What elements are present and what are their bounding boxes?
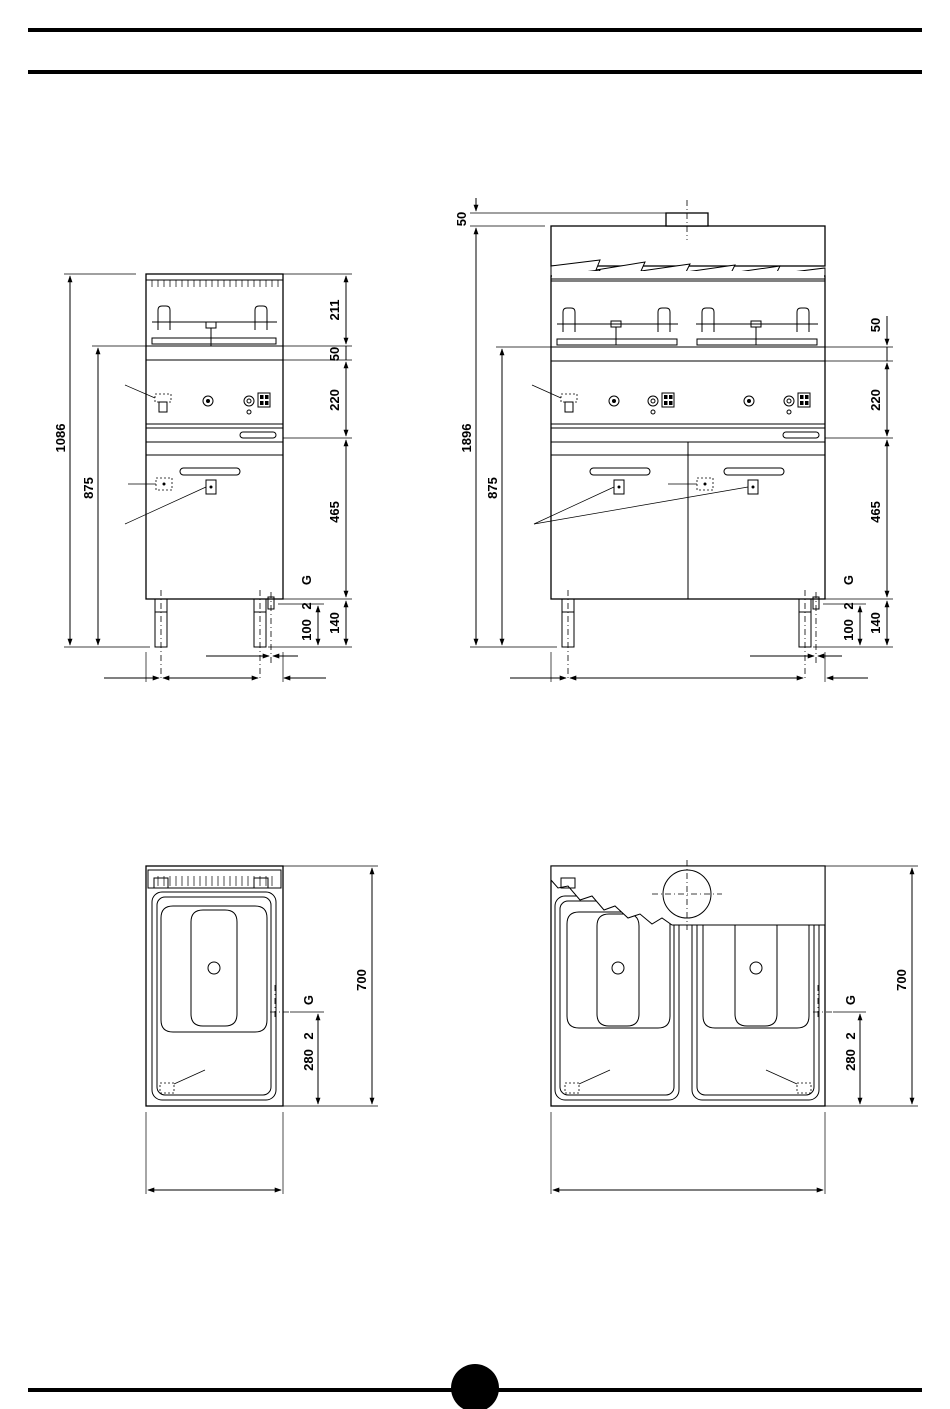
dim-overall-height: 1086 bbox=[53, 424, 68, 453]
dim-panel: 220 bbox=[868, 389, 883, 411]
gas-label: G bbox=[843, 995, 858, 1005]
dim-overall-height: 1896 bbox=[459, 424, 474, 453]
dim-gas-offset: 280 bbox=[301, 1049, 316, 1071]
dim-base: 140 bbox=[327, 612, 342, 634]
dim-door: 465 bbox=[868, 501, 883, 523]
dim-rim: 50 bbox=[868, 318, 883, 332]
gas-sub: 2 bbox=[843, 1032, 858, 1039]
dim-door: 465 bbox=[327, 501, 342, 523]
dim-gas-offset: 280 bbox=[843, 1049, 858, 1071]
gas-label: G bbox=[841, 575, 856, 585]
gas-label: G bbox=[301, 995, 316, 1005]
dim-rim: 50 bbox=[327, 347, 342, 361]
top-view-double-fryer: 700 280 G 2 bbox=[551, 860, 918, 1194]
page-number-marker bbox=[451, 1364, 499, 1409]
dim-depth: 700 bbox=[354, 969, 369, 991]
dim-worktop-height: 875 bbox=[485, 477, 500, 499]
top-view-single-fryer: 700 280 G 2 bbox=[146, 866, 378, 1194]
front-view-single-fryer: 1086 875 211 50 220 465 140 100 G 2 bbox=[53, 274, 352, 682]
dim-leg: 100 bbox=[841, 619, 856, 641]
dim-depth: 700 bbox=[894, 969, 909, 991]
gas-sub: 2 bbox=[841, 602, 856, 609]
dim-worktop-height: 875 bbox=[81, 477, 96, 499]
gas-label: G bbox=[299, 575, 314, 585]
gas-sub: 2 bbox=[299, 602, 314, 609]
dim-flue: 50 bbox=[454, 212, 469, 226]
dim-panel: 220 bbox=[327, 389, 342, 411]
dim-top-zone: 211 bbox=[327, 300, 342, 321]
dim-leg: 100 bbox=[299, 619, 314, 641]
front-view-double-fryer: 50 1896 875 50 220 465 140 100 G 2 bbox=[454, 198, 893, 682]
dim-base: 140 bbox=[868, 612, 883, 634]
gas-sub: 2 bbox=[301, 1032, 316, 1039]
